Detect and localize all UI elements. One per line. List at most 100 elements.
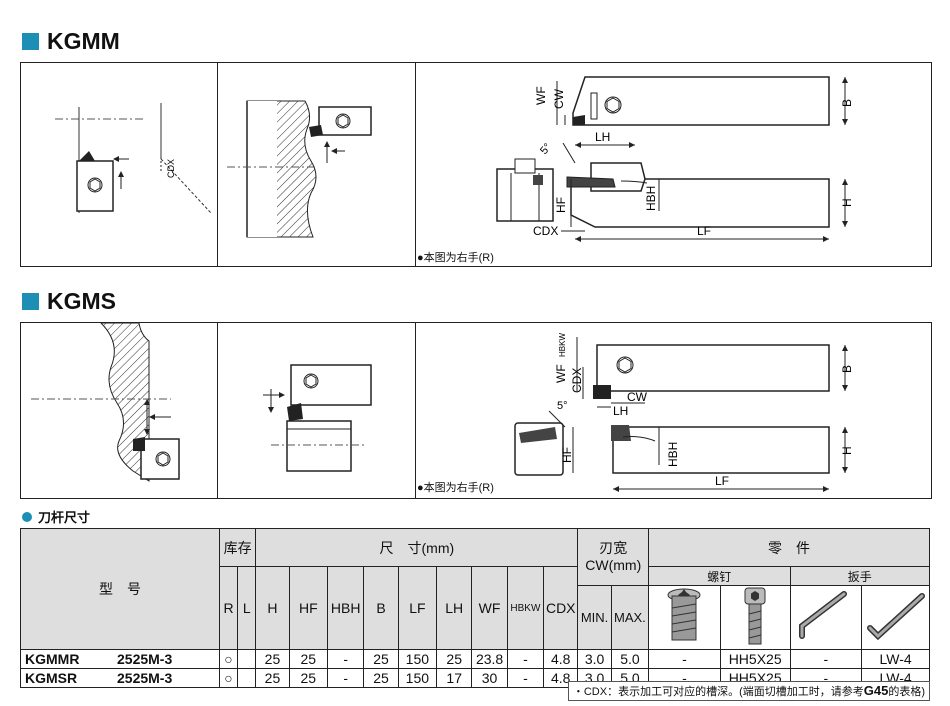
kgms-cdx-label: CDX <box>570 368 584 393</box>
kgms-h-label: H <box>840 446 854 455</box>
b-cell: 25 <box>363 668 399 688</box>
screw-1-cell: - <box>648 649 721 669</box>
col-h: H <box>255 566 290 650</box>
kgmm-note: ●本图为右手(R) <box>417 252 494 264</box>
kgmm-face-grooving-drawing <box>227 100 372 238</box>
col-lh: LH <box>436 566 473 650</box>
screw-image-cell-2 <box>719 585 791 650</box>
width-header: 刃宽 CW(mm) <box>577 528 650 586</box>
wrench-2-cell: LW-4 <box>861 649 930 669</box>
kgms-note: ●本图为右手(R) <box>417 482 494 494</box>
kgmm-view-3: WF CW B LH 5° HF HBH <box>415 63 931 266</box>
kgmm-lh-label: LH <box>595 130 610 144</box>
kgmm-view-1: CDX <box>21 63 218 266</box>
kgms-face-grooving-drawing <box>263 364 372 472</box>
wf-cell: 30 <box>471 668 508 688</box>
screw-2-cell: HH5X25 <box>719 649 791 669</box>
screw-header: 螺钉 <box>648 566 791 586</box>
kgmm-lf-label: LF <box>697 224 711 238</box>
lf-cell: 150 <box>397 649 438 669</box>
kgmm-b-label: B <box>840 99 854 107</box>
kgmm-wf-label: WF <box>534 86 548 105</box>
cdx-footnote: ・CDX：表示加工可对应的槽深。(端面切槽加工时，请参考G45的表格) <box>567 681 930 701</box>
kgms-diagram-panel: HBKW WF CDX B LH CW 5° HF HBH <box>20 322 932 499</box>
hbh-cell: - <box>326 668 365 688</box>
hf-cell: 25 <box>288 649 329 669</box>
stock-l-cell <box>237 668 257 688</box>
kgms-internal-grooving-drawing <box>31 322 180 482</box>
parts-header: 零 件 <box>648 528 930 567</box>
screw-image-cell-1 <box>648 585 721 650</box>
wrench-image-cell-2 <box>861 585 930 650</box>
kgms-lh-label: LH <box>613 404 628 418</box>
hbkw-cell: - <box>506 668 545 688</box>
col-r: R <box>218 566 239 650</box>
torx-screw-icon <box>667 588 701 641</box>
kgms-view-3: HBKW WF CDX B LH CW 5° HF HBH <box>415 323 931 498</box>
col-l: L <box>237 566 257 650</box>
kgmm-cw-label: CW <box>552 88 566 109</box>
section-title-kgms: KGMS <box>22 288 116 315</box>
h-cell: 25 <box>255 668 290 688</box>
kgms-view-2 <box>217 323 416 498</box>
kgms-view-1 <box>21 322 218 498</box>
h-cell: 25 <box>255 649 290 669</box>
kgms-hbh-label: HBH <box>666 442 680 467</box>
col-lf: LF <box>397 566 438 650</box>
kgmm-h-label: H <box>840 198 854 207</box>
kgmm-cdx-label: CDX <box>533 224 558 238</box>
kgms-dimension-drawing: HBKW WF CDX B LH CW 5° HF HBH <box>514 333 854 492</box>
col-hbh: HBH <box>326 566 365 650</box>
hbkw-cell: - <box>506 649 545 669</box>
col-hbkw: HBKW <box>506 566 545 650</box>
col-min: MIN. <box>577 585 612 650</box>
section-marker-icon <box>22 293 39 310</box>
lh-cell: 25 <box>436 649 473 669</box>
section-title-kgmm: KGMM <box>22 28 120 55</box>
kgms-angle-label: 5° <box>557 400 568 412</box>
model-header: 型 号 <box>20 528 220 650</box>
hbh-cell: - <box>326 649 365 669</box>
hex-socket-screw-icon <box>744 587 766 645</box>
kgmm-hbh-label: HBH <box>644 186 658 211</box>
kgms-cw-label: CW <box>627 390 648 404</box>
cdx-cell: 4.8 <box>543 649 579 669</box>
stock-r-cell: ○ <box>218 668 239 688</box>
lf-cell: 150 <box>397 668 438 688</box>
stock-l-cell <box>237 649 257 669</box>
dimensions-header: 尺 寸(mm) <box>255 528 579 567</box>
col-b: B <box>363 566 399 650</box>
stock-r-cell: ○ <box>218 649 239 669</box>
section-marker-icon <box>22 33 39 50</box>
hex-wrench-icon <box>866 593 925 641</box>
kgmm-view-2 <box>217 63 416 266</box>
min-cell: 3.0 <box>577 649 612 669</box>
col-hf: HF <box>288 566 329 650</box>
col-wf: WF <box>471 566 508 650</box>
holder-dimension-table: 型 号 库存 尺 寸(mm) 刃宽 CW(mm) 零 件 R L H HF HB… <box>20 528 930 688</box>
table-section-title: 刀杆尺寸 <box>22 507 90 526</box>
kgmm-internal-grooving-drawing: CDX <box>55 103 212 214</box>
page-reference-link[interactable]: G45 <box>863 683 889 698</box>
kgms-b-label: B <box>840 365 854 373</box>
section-dot-icon <box>22 512 32 522</box>
kgmm-hf-label: HF <box>554 197 568 213</box>
kgms-lf-label: LF <box>715 474 729 488</box>
wrench-image-cell-1 <box>789 585 863 650</box>
kgmm-angle-label: 5° <box>538 141 554 157</box>
kgmm-side-cdx-label: CDX <box>166 159 176 178</box>
kgms-hf-label: HF <box>560 447 574 463</box>
wrench-1-cell: - <box>789 649 863 669</box>
col-max: MAX. <box>610 585 650 650</box>
kgmm-diagram-panel: CDX <box>20 62 932 267</box>
col-cdx: CDX <box>543 566 579 650</box>
wf-cell: 23.8 <box>471 649 508 669</box>
hf-cell: 25 <box>288 668 329 688</box>
kgms-wf-label: WF <box>554 364 568 383</box>
stock-header: 库存 <box>218 528 257 567</box>
wrench-header: 扳手 <box>789 566 930 586</box>
torx-wrench-icon <box>798 591 847 639</box>
